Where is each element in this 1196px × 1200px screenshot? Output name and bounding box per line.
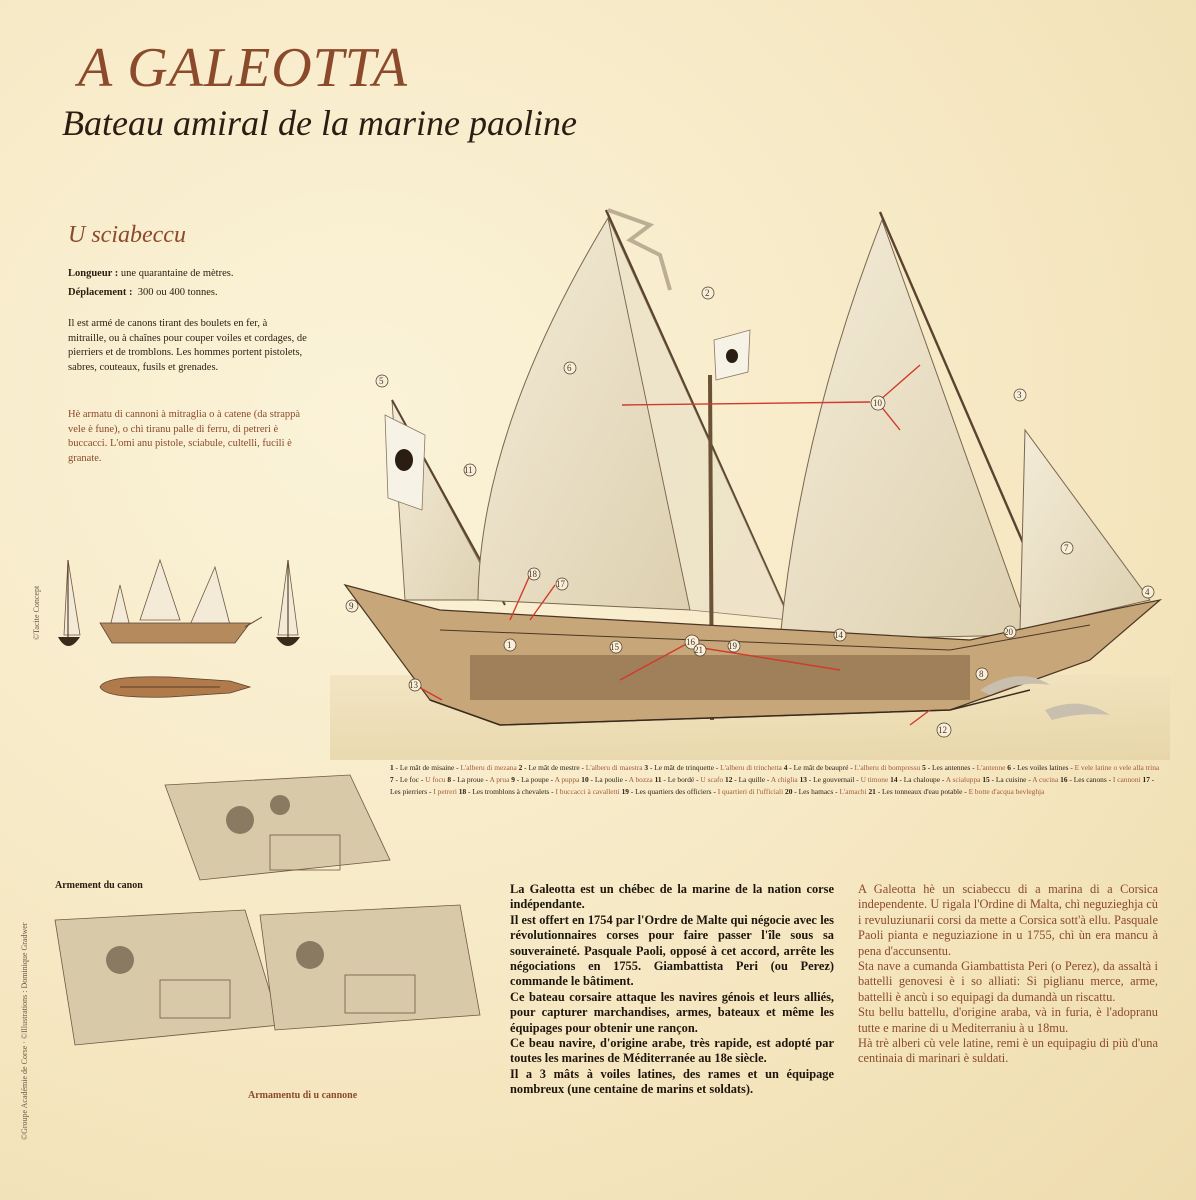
legend-item: 17 - Les pierriers - I petreri: [390, 775, 1155, 796]
corsican-flag-icon: [384, 414, 426, 511]
callout-lines: [414, 364, 931, 726]
callout-15: 15: [609, 640, 623, 654]
legend-item: 8 - La proue - A prua: [447, 775, 510, 784]
legend-item: 18 - Les tromblons à chevalets - I bucca…: [458, 787, 620, 796]
legend-item: 12 - La quille - A chiglia: [725, 775, 798, 784]
ship-hull: [343, 583, 1163, 726]
svg-text:9: 9: [349, 601, 354, 611]
dolphin: [980, 676, 1050, 695]
ship-main-illustration: 1 2 3 4 5 6 7 8 9 10 11 12 13 14 15 16 1…: [330, 208, 1170, 760]
callout-19: 19: [727, 639, 741, 653]
callout-5: 5: [375, 374, 389, 388]
ship-views-illustration: [58, 558, 300, 698]
cannon-scene-top: [164, 774, 391, 881]
legend-item: 16 - Les canons - I cannoni: [1060, 775, 1141, 784]
ship-front-view: [58, 559, 81, 646]
svg-text:19: 19: [728, 641, 738, 651]
callout-16: 16: [684, 634, 700, 650]
section-title: U sciabeccu: [68, 222, 186, 248]
svg-text:18: 18: [528, 569, 538, 579]
svg-text:15: 15: [610, 642, 620, 652]
ship-side-view: [99, 558, 263, 644]
svg-text:13: 13: [409, 680, 419, 690]
page-subtitle: Bateau amiral de la marine paoline: [62, 103, 577, 143]
svg-text:8: 8: [979, 669, 984, 679]
jib-sail: [1019, 428, 1151, 631]
caption-fr: Armement du canon: [55, 880, 143, 891]
callout-7: 7: [1060, 541, 1074, 555]
callout-11: 11: [463, 463, 477, 477]
svg-text:3: 3: [1017, 390, 1022, 400]
credit-left: ©Tacite Concept: [32, 585, 41, 640]
legend-item: 10 - La poulie - A bozza: [581, 775, 653, 784]
callout-18: 18: [527, 567, 541, 581]
ship-top-view: [99, 676, 252, 698]
svg-text:5: 5: [379, 376, 384, 386]
pennant: [607, 208, 672, 291]
svg-text:4: 4: [1145, 587, 1150, 597]
callout-3: 3: [1013, 388, 1027, 402]
callout-8: 8: [975, 667, 989, 681]
numbered-legend: 1 - Le mât de misaine - L'alberu di meza…: [390, 762, 1160, 798]
svg-text:12: 12: [938, 725, 947, 735]
number-callouts: 1 2 3 4 5 6 7 8 9 10 11 12 13 14 15 16 1…: [345, 286, 1155, 738]
armament-text-fr: Il est armé de canons tirant des boulets…: [68, 318, 307, 373]
legend-item: 15 - La cuisine - A cucina: [982, 775, 1059, 784]
corsican-flag-icon: [713, 329, 751, 381]
callout-4: 4: [1141, 585, 1155, 599]
credit-bottom: ©Groupe Académie de Corse · ©Illustratio…: [20, 922, 29, 1140]
callout-12: 12: [936, 722, 952, 738]
legend-item: 11 - Le bordé - U scafo: [654, 775, 724, 784]
svg-text:11: 11: [464, 465, 473, 475]
dolphin: [1045, 703, 1110, 720]
main-sail: [477, 209, 792, 621]
body-text-fr: La Galeotta est un chébec de la marine d…: [510, 882, 834, 1097]
callout-13: 13: [408, 678, 422, 692]
svg-text:6: 6: [567, 363, 572, 373]
svg-text:10: 10: [873, 398, 883, 408]
legend-item: 14 - La chaloupe - A scialuppa: [890, 775, 981, 784]
svg-text:1: 1: [507, 640, 512, 650]
legend-item: 13 - Le gouvernail - U timone: [799, 775, 889, 784]
legend-item: 6 - Les voiles latines - E vele latine o…: [1007, 763, 1160, 772]
cannon-scene-left: [54, 909, 281, 1046]
ship-back-view: [276, 559, 300, 646]
svg-text:2: 2: [705, 288, 710, 298]
legend-item: 7 - Le foc - U focu: [390, 775, 446, 784]
cannon-scene-right: [259, 904, 481, 1031]
caption-co: Armamentu di u cannone: [248, 1090, 358, 1101]
cannon-crew-illustration: [54, 774, 481, 1046]
spec-length: Longueur : une quarantaine de mètres.: [68, 268, 234, 279]
legend-item: 21 - Les tonneaux d'eau potable - E bott…: [868, 787, 1045, 796]
svg-text:7: 7: [1064, 543, 1069, 553]
callout-21: 21: [693, 643, 707, 657]
legend-item: 2 - Le mât de mestre - L'alberu di maest…: [518, 763, 643, 772]
svg-text:20: 20: [1004, 627, 1014, 637]
svg-text:21: 21: [694, 645, 703, 655]
svg-text:16: 16: [686, 637, 696, 647]
callout-20: 20: [1003, 625, 1017, 639]
legend-item: 4 - Le mât de beaupré - L'alberu di bomp…: [783, 763, 921, 772]
body-text-co: A Galeotta hè un sciabeccu di a marina d…: [858, 882, 1158, 1066]
ship-specs: Longueur : une quarantaine de mètres. Dé…: [68, 264, 233, 302]
legend-item: 5 - Les antennes - L'antenne: [922, 763, 1006, 772]
callout-2: 2: [701, 286, 715, 300]
legend-item: 20 - Les hamacs - L'amachi: [785, 787, 867, 796]
callout-6: 6: [563, 361, 577, 375]
page-title: A GALEOTTA: [78, 37, 408, 99]
callout-14: 14: [833, 628, 847, 642]
armament-text-co: Hè armatu di cannoni à mitraglia o à cat…: [68, 409, 301, 464]
callout-1: 1: [503, 638, 517, 652]
legend-item: 9 - La poupe - A puppa: [511, 775, 580, 784]
spec-displacement: Déplacement : 300 ou 400 tonnes.: [68, 287, 218, 298]
callout-9: 9: [345, 599, 359, 613]
callout-10: 10: [870, 395, 886, 411]
svg-text:17: 17: [556, 579, 566, 589]
legend-item: 1 - Le mât de misaine - L'alberu di meza…: [390, 763, 517, 772]
callout-17: 17: [555, 577, 569, 591]
legend-item: 19 - Les quartiers des officiers - I qua…: [621, 787, 784, 796]
svg-text:14: 14: [834, 630, 844, 640]
legend-item: 3 - Le mât de trinquette - L'alberu di t…: [644, 763, 782, 772]
